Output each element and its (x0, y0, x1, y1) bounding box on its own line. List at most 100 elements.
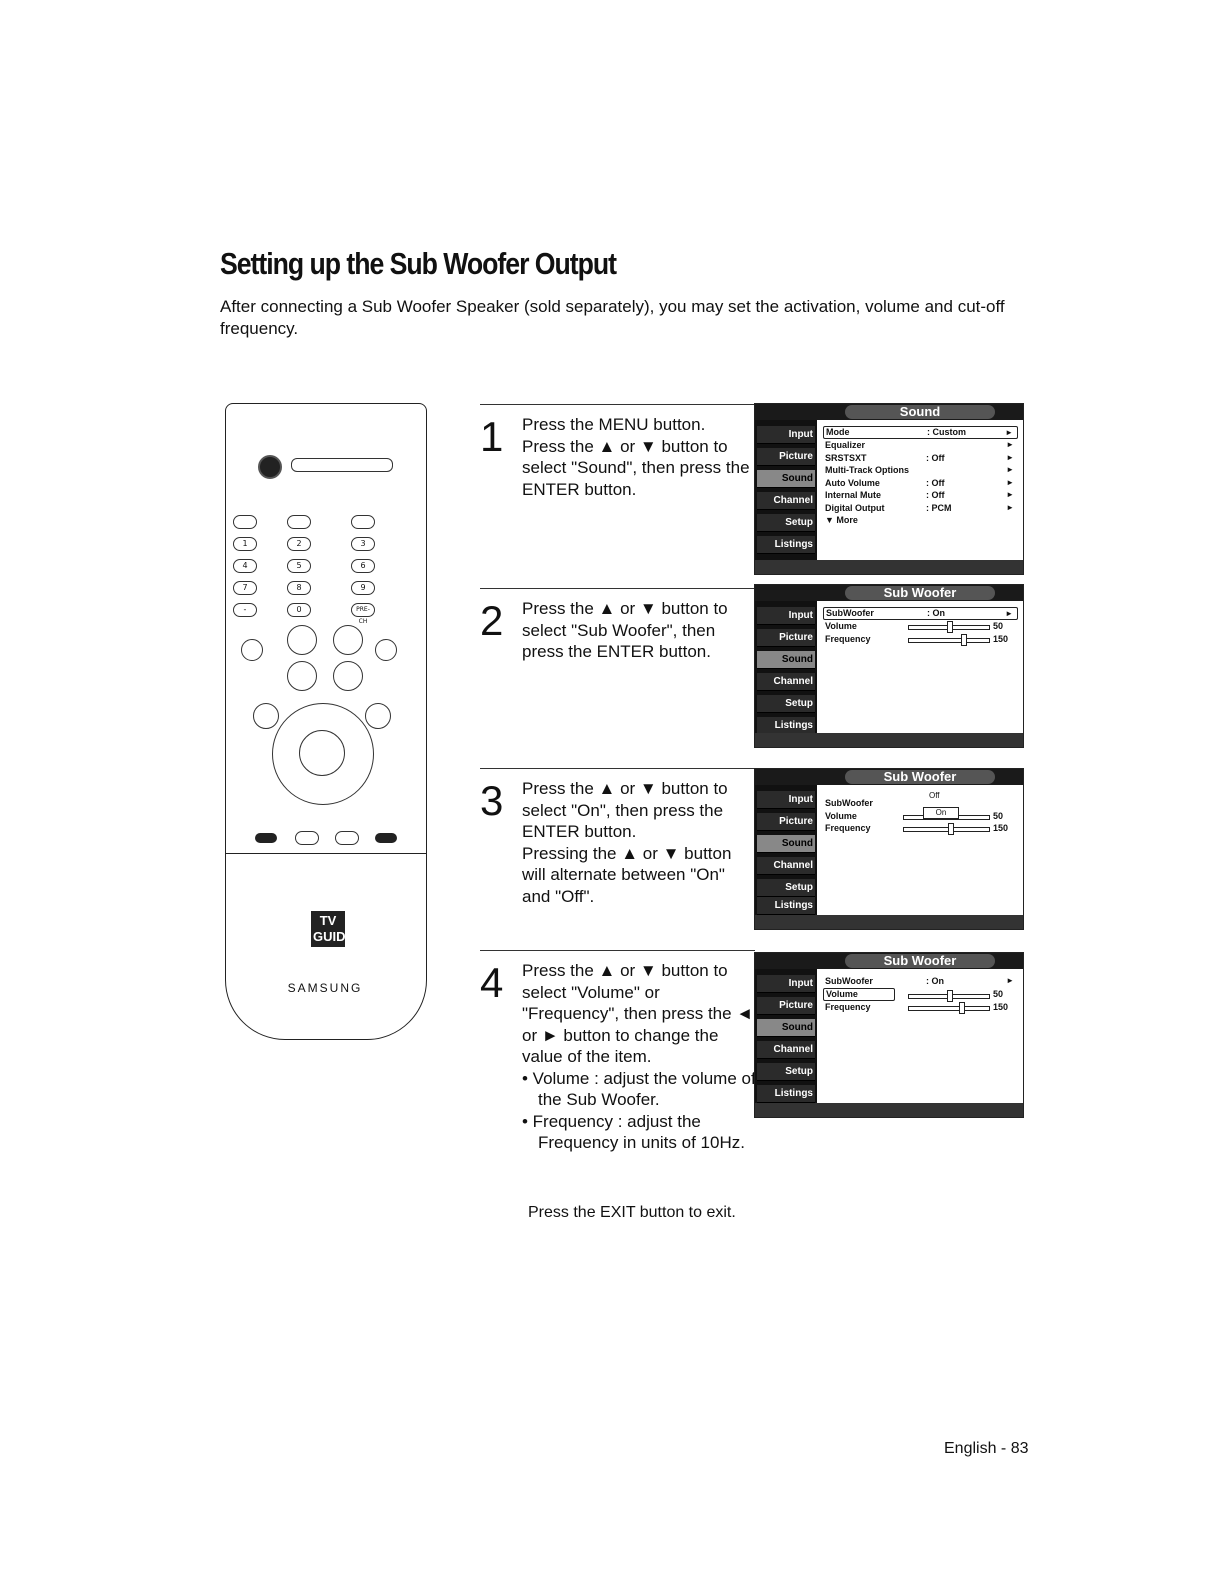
menu-row: Multi-Track Options ► (823, 464, 1018, 477)
slider-knob (947, 990, 953, 1002)
tvguide-key (287, 515, 311, 529)
menu-row: SubWoofer (823, 797, 1018, 810)
arrow-right-icon: ► (1006, 452, 1014, 462)
tab-sound: Sound (757, 1019, 815, 1037)
row-value: : Off (926, 490, 945, 500)
menu-row: Frequency 150 (823, 822, 1018, 835)
step-rule (480, 404, 755, 405)
screen-title-bar: Sub Woofer (755, 585, 1023, 601)
screen-title: Sub Woofer (845, 770, 995, 784)
step-number: 3 (480, 777, 504, 824)
step-4: 4 Press the ▲ or ▼ button to select "Vol… (480, 950, 756, 1190)
dnet-key-icon (335, 831, 359, 845)
row-label: Frequency (825, 633, 871, 644)
menu-row: SubWoofer: On► (823, 607, 1018, 620)
row-label: ▼ More (825, 515, 858, 525)
mode-key (351, 515, 375, 529)
arrow-right-icon: ► (1006, 477, 1014, 487)
row-label: Auto Volume (825, 477, 880, 488)
row-label: SubWoofer (825, 798, 873, 808)
samsung-brand: SAMSUNG (287, 981, 363, 995)
row-label: SubWoofer (825, 976, 873, 986)
number-key: 9 (351, 581, 375, 595)
step-bullet: • Volume : adjust the volume of the Sub … (522, 1068, 756, 1110)
step-line: Press the ▲ or ▼ button to select "Sub W… (522, 599, 728, 661)
row-value: 50 (993, 621, 1004, 631)
number-key: 0 (287, 603, 311, 617)
screen-title-bar: Sub Woofer (755, 769, 1023, 785)
row-value: : Off (926, 452, 945, 463)
row-value: : On (926, 976, 944, 986)
screen-help-bar (755, 733, 1023, 747)
step-line: Press the ▲ or ▼ button to select "On", … (522, 779, 728, 841)
step-text: Press the ▲ or ▼ button to select "Sub W… (522, 598, 756, 663)
number-key: PRE-CH (351, 603, 375, 625)
step-rule (480, 768, 755, 769)
subwoofer-screen-3: Sub Woofer Input Picture Sound Channel S… (754, 952, 1024, 1118)
screen-sidebar: Input Picture Sound Channel Setup Listin… (755, 785, 817, 915)
tab-input: Input (757, 607, 815, 625)
step-line: Press the ▲ or ▼ button to select "Volum… (522, 961, 754, 1066)
row-value: : PCM (926, 502, 952, 513)
step-rule (480, 950, 755, 951)
slider-knob (961, 633, 967, 646)
page-title: Setting up the Sub Woofer Output (220, 246, 617, 281)
step-bullet: • Frequency : adjust the Frequency in un… (522, 1111, 745, 1153)
frequency-slider (908, 633, 990, 646)
channel-key-icon (333, 625, 363, 655)
row-label: Multi-Track Options (825, 465, 910, 475)
tab-input: Input (757, 975, 815, 993)
mode-selector-icon (291, 458, 393, 472)
menu-row: Digital Output: PCM► (823, 502, 1018, 515)
number-key: 3 (351, 537, 375, 551)
menu-row: Internal Mute: Off► (823, 489, 1018, 502)
number-key: 2 (287, 537, 311, 551)
menu-row: ▼ More (823, 514, 1018, 527)
slider-knob (959, 1001, 965, 1014)
tab-listings: Listings (757, 536, 815, 554)
row-value: : On (927, 608, 945, 618)
favorite-key-icon (255, 833, 277, 843)
row-label: Frequency (825, 1001, 871, 1012)
tab-picture: Picture (757, 629, 815, 647)
arrow-right-icon: ► (1006, 465, 1014, 474)
arrow-right-icon: ► (1005, 609, 1013, 618)
mute-key-icon (241, 639, 263, 661)
arrow-right-icon: ► (1006, 490, 1014, 499)
step-line: Press the ▲ or ▼ button to select "Sound… (522, 436, 750, 499)
screen-title-bar: Sub Woofer (755, 953, 1023, 969)
tab-listings: Listings (757, 897, 815, 915)
step-number: 1 (480, 413, 504, 460)
row-value: : Custom (927, 427, 966, 437)
antenna-key (233, 515, 257, 529)
step-line: Press the MENU button. (522, 415, 706, 434)
tv-guide-logo: TV GUIDE (311, 911, 354, 947)
arrow-right-icon: ► (1006, 440, 1014, 449)
tab-picture: Picture (757, 813, 815, 831)
arrow-right-icon: ► (1006, 976, 1014, 985)
tab-channel: Channel (757, 1041, 815, 1059)
menu-row: SubWoofer : On ► (823, 975, 1018, 988)
row-value: 150 (993, 633, 1009, 644)
menu-row: Auto Volume: Off► (823, 477, 1018, 490)
tab-picture: Picture (757, 448, 815, 466)
screen-title: Sound (845, 405, 995, 419)
menu-row: Mode: Custom► (823, 426, 1018, 439)
row-label: Frequency (825, 823, 871, 833)
option-on-selected: On (923, 807, 959, 819)
source-key-icon (375, 639, 397, 661)
tab-sound: Sound (757, 651, 815, 669)
number-key: 6 (351, 559, 375, 573)
number-key: 5 (287, 559, 311, 573)
row-label: Volume (826, 988, 858, 999)
menu-row: SRSTSXT: Off► (823, 452, 1018, 465)
screen-title-bar: Sound (755, 404, 1023, 420)
frequency-slider (908, 1001, 990, 1014)
row-value: 150 (993, 823, 1009, 833)
tab-listings: Listings (757, 1085, 815, 1103)
row-label: Volume (825, 810, 857, 821)
